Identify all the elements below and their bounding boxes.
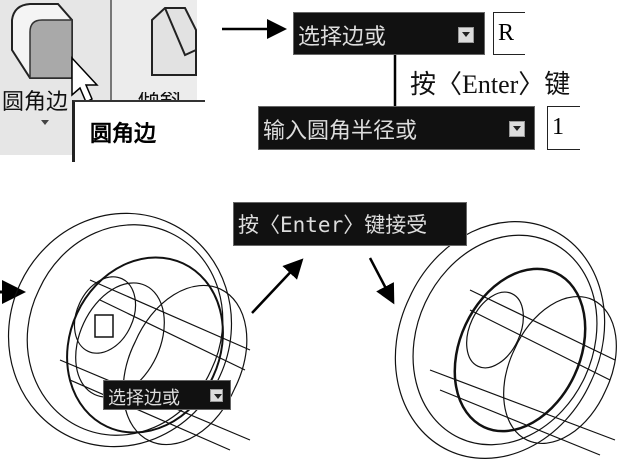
command-prompt-select-edge: 选择边或 bbox=[293, 12, 485, 55]
dropdown-icon[interactable] bbox=[210, 389, 223, 402]
command-prompt-enter-radius: 输入圆角半径或 bbox=[258, 106, 535, 150]
dropdown-icon[interactable] bbox=[509, 121, 525, 137]
fillet-edge-label[interactable]: 圆角边 bbox=[2, 90, 69, 115]
dropdown-icon[interactable] bbox=[458, 27, 474, 43]
tooltip-text: 圆角边 bbox=[90, 122, 157, 147]
radius-option-input[interactable]: R bbox=[493, 12, 525, 55]
prompt-text: 选择边或 bbox=[108, 388, 180, 409]
tooltip: 圆角边 bbox=[72, 100, 205, 162]
prompt-text: 输入圆角半径或 bbox=[263, 119, 418, 144]
chamfer-edge-label[interactable]: 倾斜 bbox=[138, 92, 182, 102]
chevron-down-icon[interactable] bbox=[41, 120, 49, 125]
command-prompt-press-enter: 按〈Enter〉键接受 bbox=[233, 202, 467, 246]
arrow-down-right bbox=[368, 257, 395, 305]
arrow-up bbox=[251, 258, 304, 314]
fillet-edge-icon[interactable] bbox=[0, 0, 200, 130]
press-enter-note: 按〈Enter〉键 bbox=[410, 70, 571, 99]
wireframe-model-before bbox=[7, 212, 251, 451]
prompt-text: 选择边或 bbox=[298, 25, 387, 50]
command-prompt-select-edge-2: 选择边或 bbox=[103, 380, 231, 410]
wireframe-model-after bbox=[394, 221, 617, 459]
prompt-text: 按〈Enter〉键接受 bbox=[238, 213, 428, 237]
radius-input[interactable]: 1 bbox=[547, 106, 580, 150]
